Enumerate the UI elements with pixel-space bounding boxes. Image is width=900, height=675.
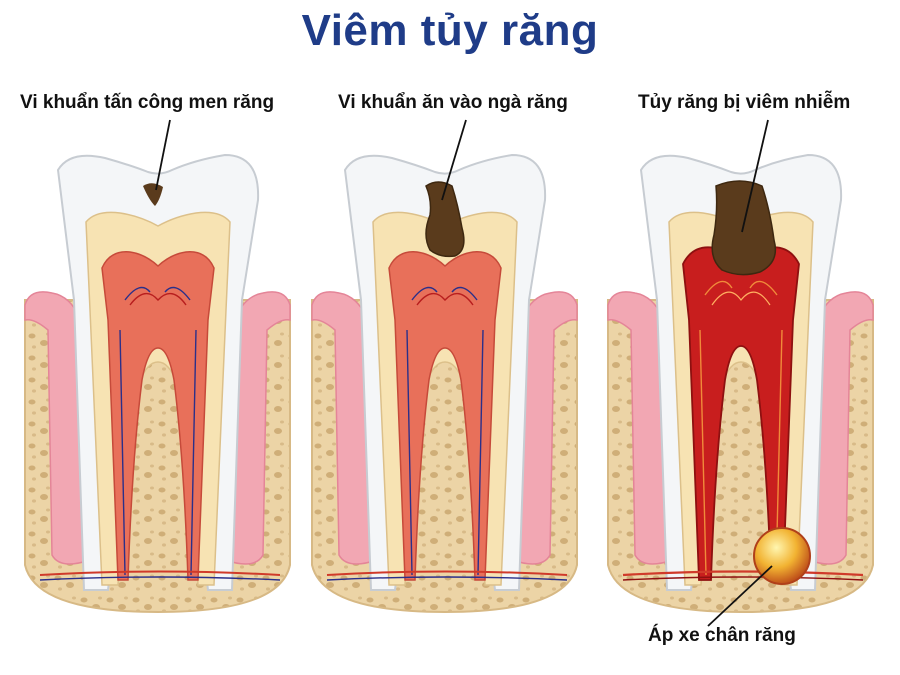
tooth-stage-3 [607,119,874,627]
stage-2-label: Vi khuẩn ăn vào ngà răng [338,92,568,113]
tooth-stage-2 [311,119,578,614]
pulp [388,251,502,581]
decay-spot [143,183,163,206]
pulp [101,251,215,581]
stage-1-label: Vi khuẩn tấn công men răng [20,92,275,113]
diagram-title: Viêm tủy răng [301,6,599,55]
stage-3-label: Tủy răng bị viêm nhiễm [638,92,851,113]
decay-cavity [425,181,465,258]
abscess-label: Áp xe chân răng [648,625,796,646]
tooth-stage-1 [24,119,291,614]
